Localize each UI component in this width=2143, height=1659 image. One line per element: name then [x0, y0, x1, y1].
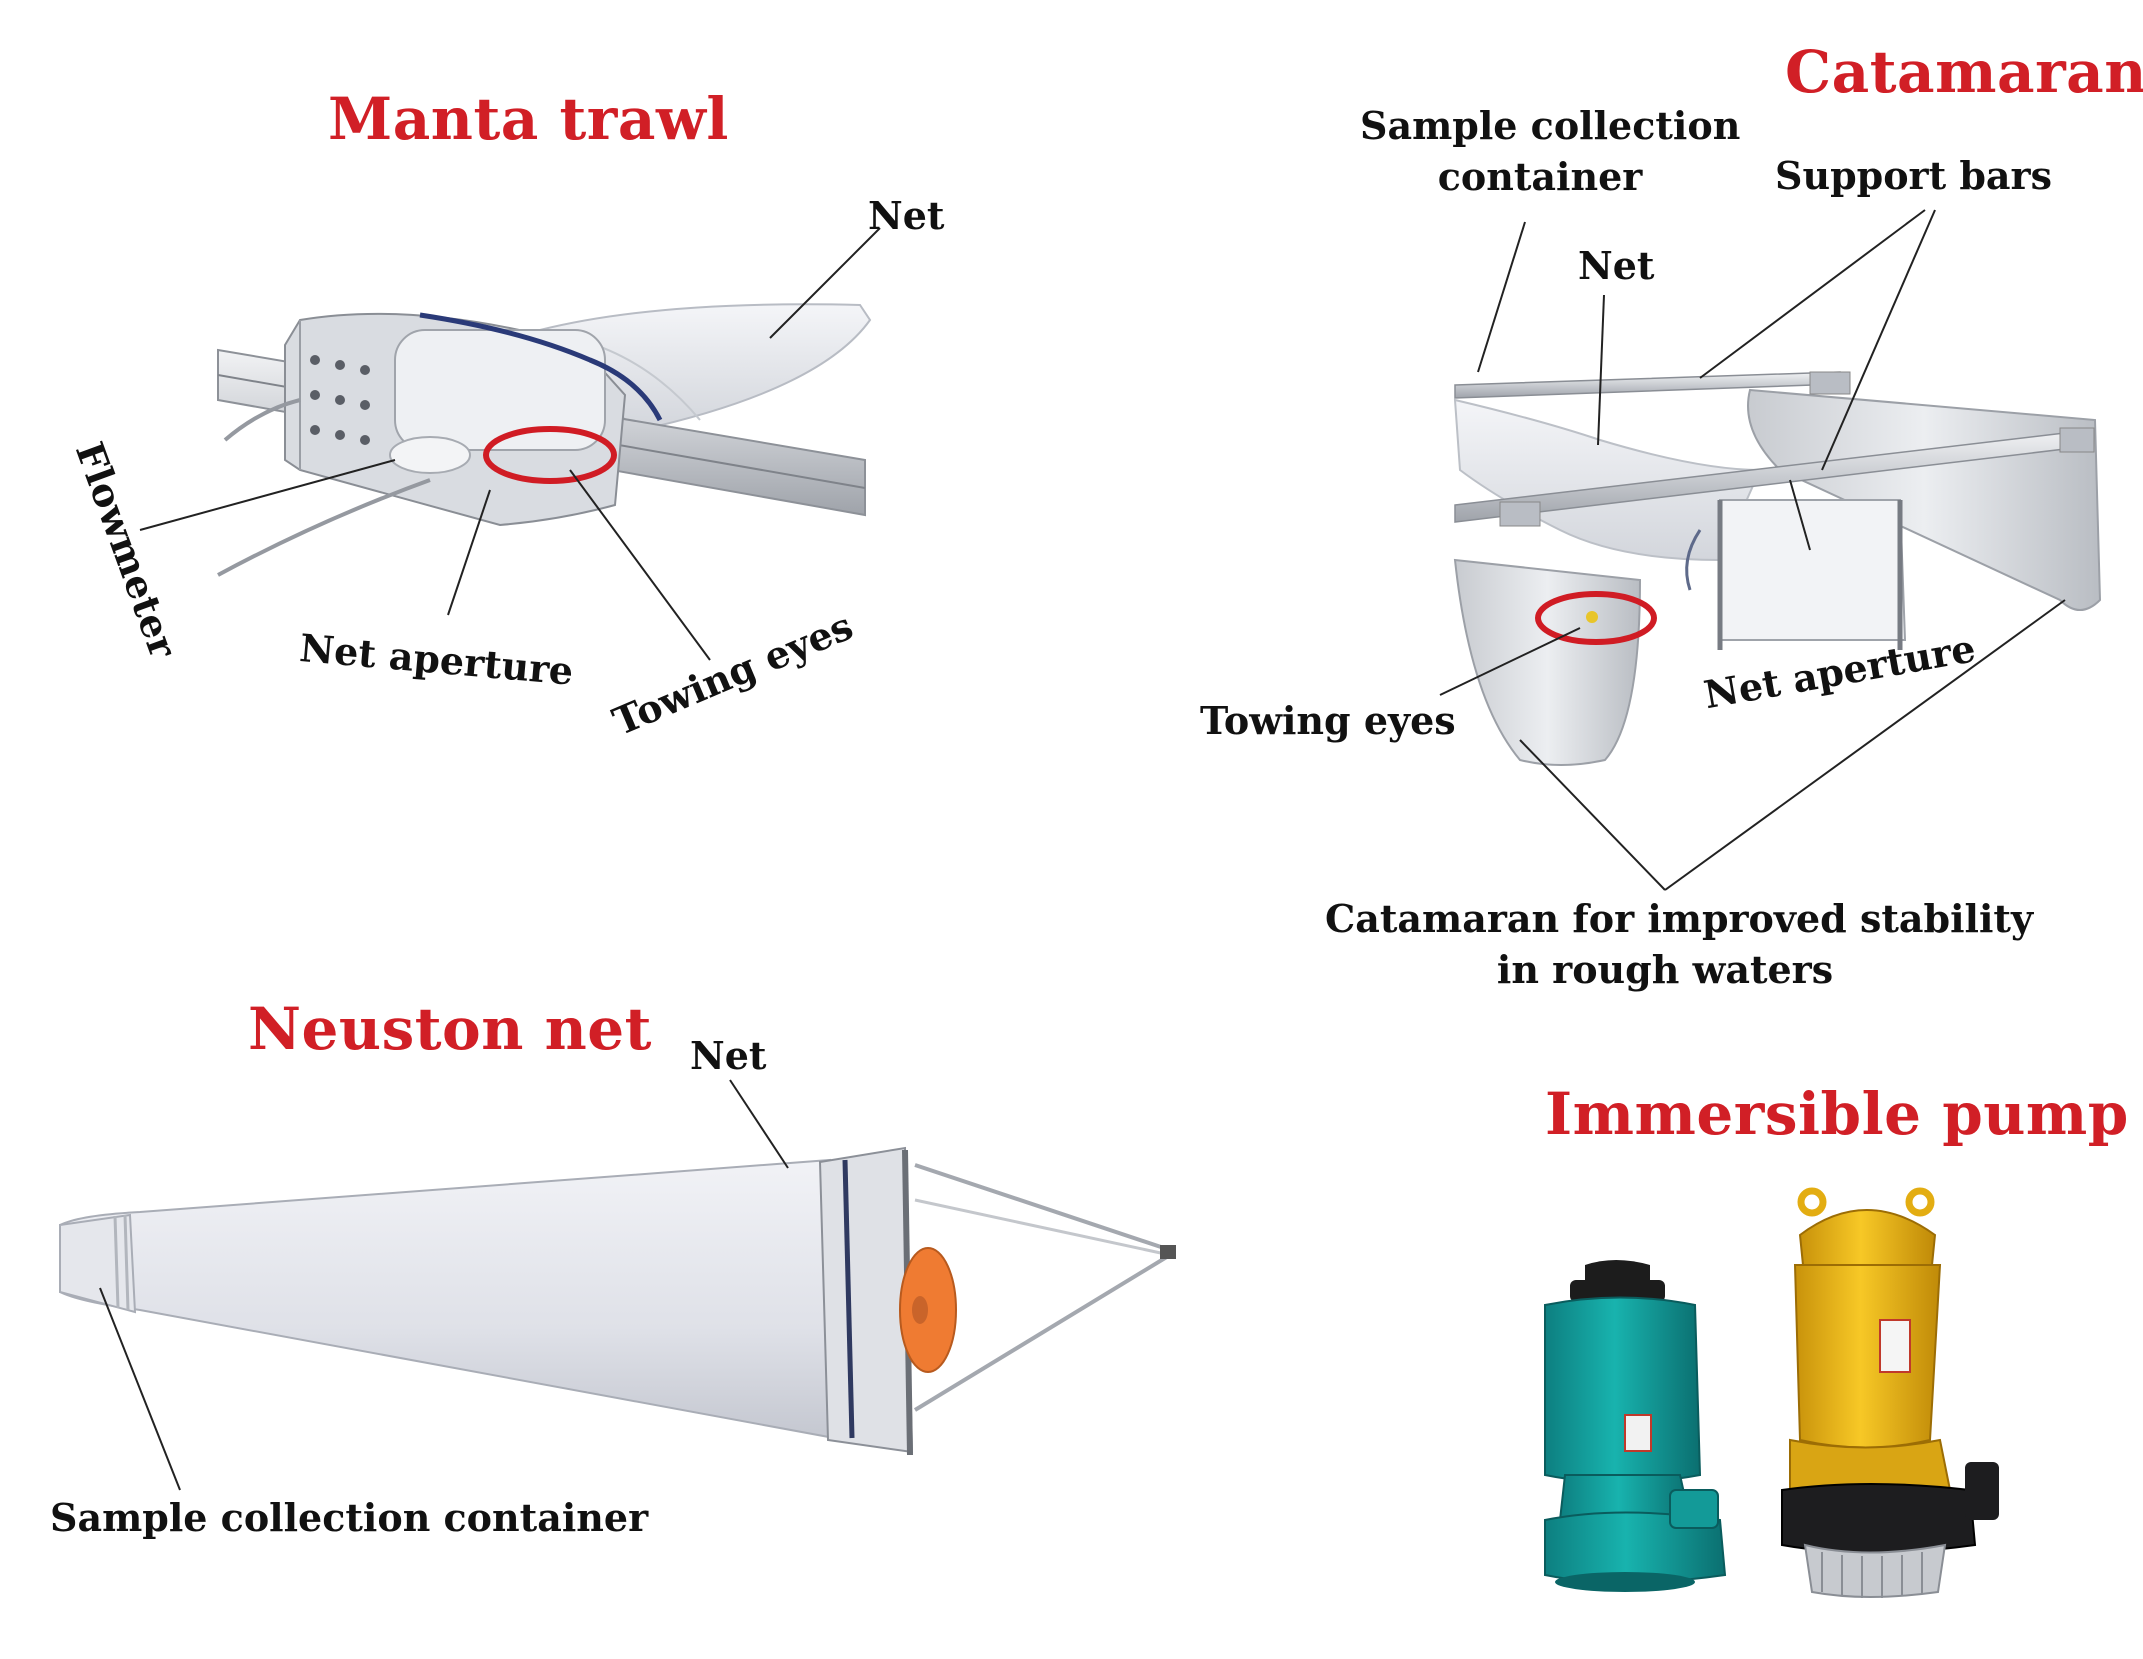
catamaran-stability-label: Catamaran for improved stability in roug… [1325, 893, 2005, 996]
catamaran-title: Catamaran [1785, 38, 2143, 106]
catamaran-net-label: Net [1578, 240, 1654, 291]
neuston-sample-container-label: Sample collection container [50, 1492, 648, 1543]
catamaran-sample-container-label: Sample collection container [1360, 100, 1720, 203]
neuston-net-illustration [60, 1080, 1176, 1490]
immersible-pump-title: Immersible pump [1545, 1080, 2129, 1148]
manta-net-label: Net [868, 190, 944, 241]
catamaran-support-bars-label: Support bars [1775, 150, 2052, 201]
manta-trawl-title: Manta trawl [328, 85, 729, 153]
catamaran-towing-eyes-label: Towing eyes [1200, 695, 1456, 746]
catamaran-illustration [1440, 210, 2100, 890]
catamaran-sample-container-line2: container [1360, 151, 1720, 202]
catamaran-sample-container-line1: Sample collection [1360, 100, 1720, 151]
neuston-net-label: Net [690, 1030, 766, 1081]
catamaran-stability-line1: Catamaran for improved stability [1325, 893, 2005, 944]
yellow-pump-illustration [1782, 1191, 1999, 1598]
catamaran-stability-line2: in rough waters [1325, 944, 2005, 995]
teal-pump-illustration [1545, 1260, 1725, 1592]
neuston-net-title: Neuston net [248, 995, 652, 1063]
manta-trawl-illustration [140, 228, 880, 660]
